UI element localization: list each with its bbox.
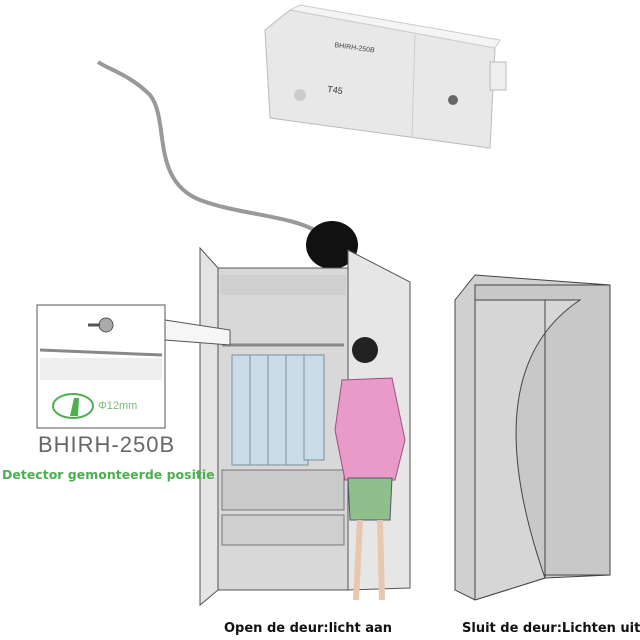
device-sub-label: T45 [326,84,344,97]
woman-figure [334,337,406,601]
sensor-head [306,221,358,269]
closed-wardrobe [454,274,611,601]
sensor-cable [96,60,320,234]
model-label: BHIRH-250B [38,432,176,457]
mount-detail-inset [36,304,231,429]
open-door-caption: Open de deur:licht aan [224,621,393,636]
position-caption: Detector gemonteerde positie [2,467,215,482]
diameter-label: Φ12mm [98,400,138,412]
closed-door-caption: Sluit de deur:Lichten uit [462,621,640,636]
hanging-shirts [231,354,325,466]
sensor-switch-device [264,4,507,149]
